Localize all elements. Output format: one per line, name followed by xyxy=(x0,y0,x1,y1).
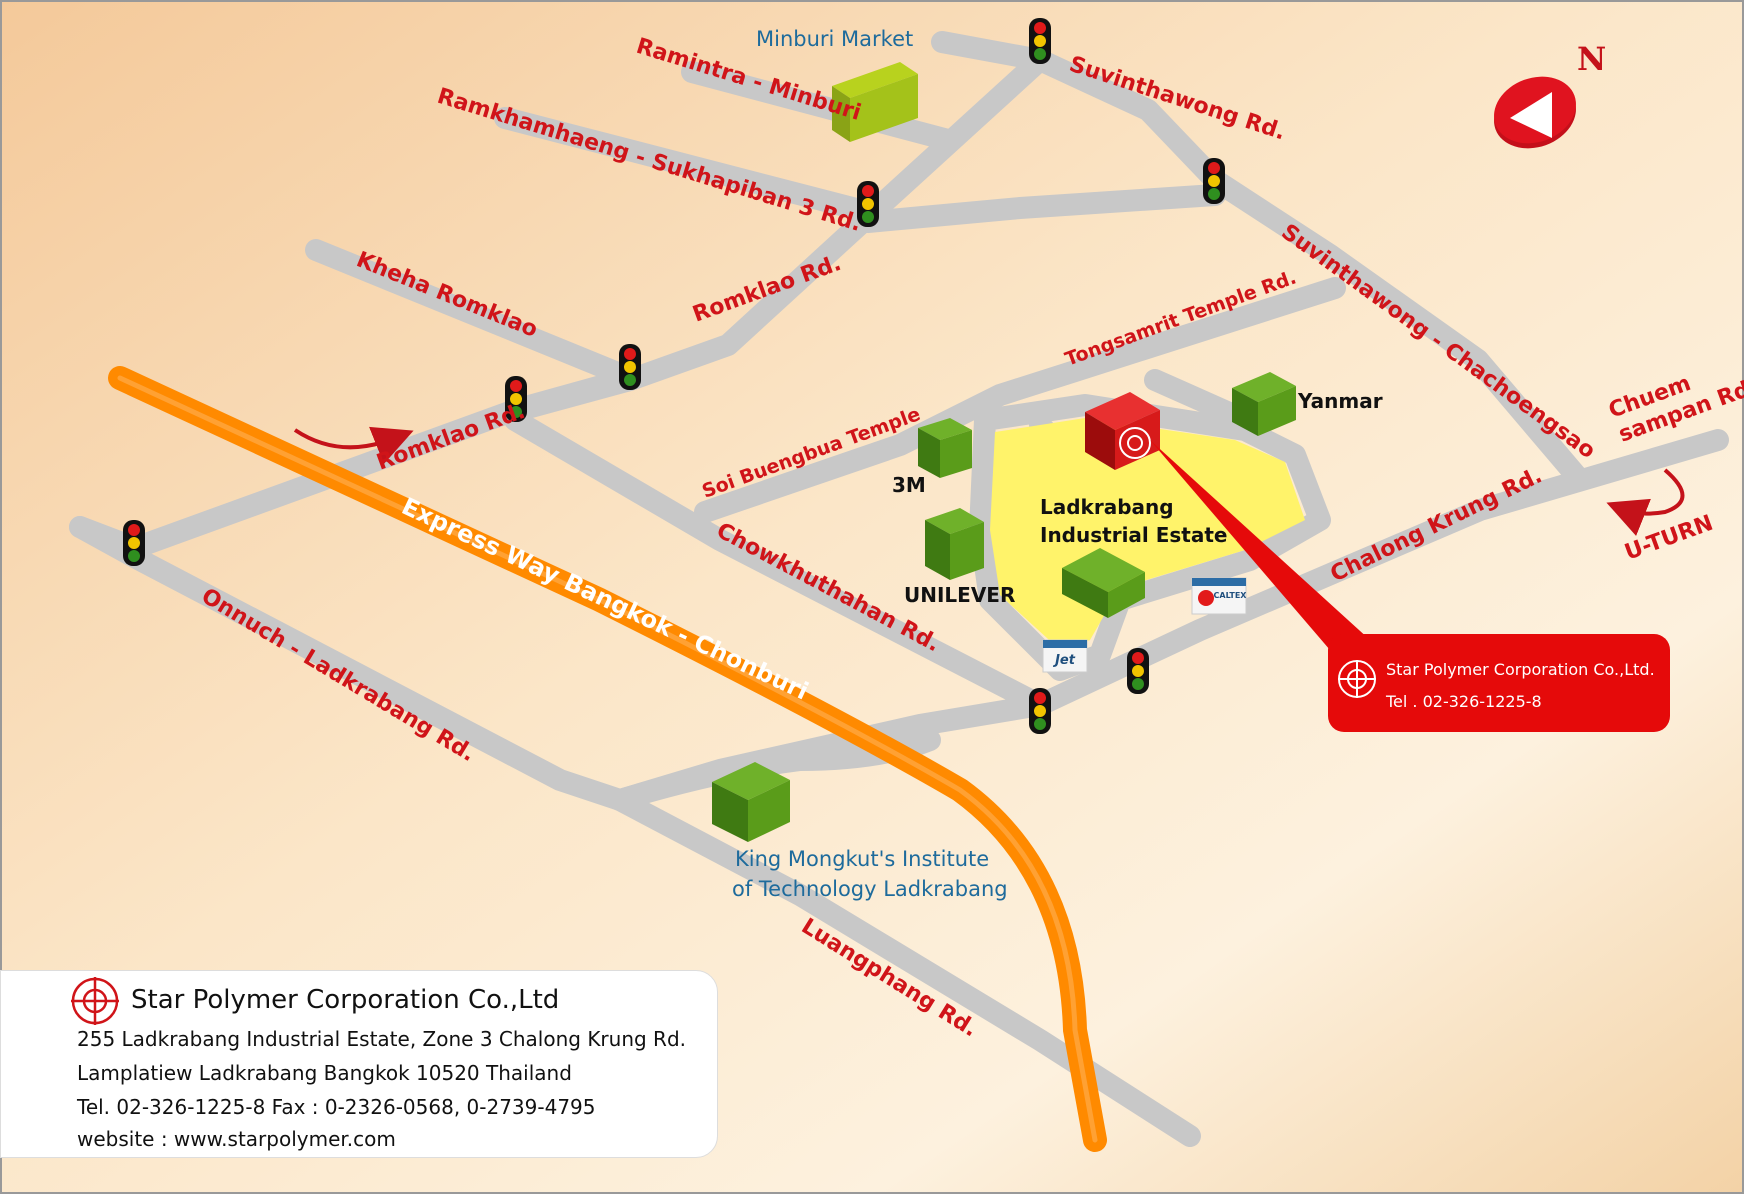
north-label: N xyxy=(1577,40,1606,78)
label-minburi-market: Minburi Market xyxy=(756,27,913,51)
traffic-light xyxy=(505,376,527,422)
road-chowkhuthahan xyxy=(504,409,1051,716)
label-yanmar: Yanmar xyxy=(1297,389,1383,413)
info-phone-fax: Tel. 02-326-1225-8 Fax : 0-2326-0568, 0-… xyxy=(77,1095,596,1119)
road-ramkhamhaeng xyxy=(494,107,879,223)
road-estate-ring xyxy=(969,394,1331,681)
road-onnuch-ladkrabang xyxy=(69,516,631,811)
traffic-light xyxy=(1127,648,1149,694)
jet-station-sign: Jet xyxy=(1042,639,1088,673)
building-3m xyxy=(918,418,972,478)
traffic-light xyxy=(1029,18,1051,64)
company-logo-icon xyxy=(1338,660,1376,698)
building-minburi-market xyxy=(832,62,918,142)
road-ramintra-minburi xyxy=(681,61,959,151)
company-callout: Star Polymer Corporation Co.,Ltd. Tel . … xyxy=(1328,634,1670,732)
label-estate-1: Ladkrabang xyxy=(1040,495,1174,519)
traffic-light xyxy=(1029,688,1051,734)
label-kmitl-1: King Mongkut's Institute xyxy=(735,847,989,871)
info-website[interactable]: website : www.starpolymer.com xyxy=(77,1127,396,1151)
label-unilever: UNILEVER xyxy=(904,583,1015,607)
callout-pointer xyxy=(1150,440,1370,650)
direction-arrow xyxy=(293,426,414,464)
road-kheha-romklao xyxy=(305,239,641,389)
building-kmitl xyxy=(712,762,790,842)
callout-telephone: Tel . 02-326-1225-8 xyxy=(1386,692,1542,711)
jet-label: Jet xyxy=(1052,653,1076,668)
road-luangphang xyxy=(609,789,1201,1147)
road-network xyxy=(69,31,1729,1147)
building-yanmar xyxy=(1232,372,1296,436)
traffic-light xyxy=(619,344,641,390)
road-suvinthawong-chachoengsao xyxy=(1204,169,1591,491)
road-suvinthawong xyxy=(931,31,1226,191)
callout-company-name: Star Polymer Corporation Co.,Ltd. xyxy=(1386,660,1655,679)
traffic-light xyxy=(857,181,879,227)
building-estate-block xyxy=(1062,548,1145,618)
road-connector xyxy=(857,184,1226,233)
info-company-name: Star Polymer Corporation Co.,Ltd xyxy=(131,985,560,1015)
label-estate-2: Industrial Estate xyxy=(1040,523,1227,547)
road-yanmar-branch xyxy=(1144,369,1256,431)
info-address-line-2: Lamplatiew Ladkrabang Bangkok 10520 Thai… xyxy=(77,1061,572,1085)
building-star-polymer xyxy=(1085,392,1160,470)
north-compass-icon: N xyxy=(1494,40,1606,149)
company-logo-icon xyxy=(71,977,119,1025)
traffic-light xyxy=(123,520,145,566)
label-3m: 3M xyxy=(892,473,926,497)
company-info-box: Star Polymer Corporation Co.,Ltd 255 Lad… xyxy=(0,970,718,1158)
caltex-label: CALTEX xyxy=(1214,591,1248,600)
info-address-line-1: 255 Ladkrabang Industrial Estate, Zone 3… xyxy=(77,1027,687,1051)
traffic-light xyxy=(1203,158,1225,204)
uturn-arrow-icon xyxy=(1606,468,1685,536)
label-kmitl-2: of Technology Ladkrabang xyxy=(732,877,1008,901)
caltex-station-sign: CALTEX xyxy=(1191,577,1248,615)
building-unilever xyxy=(925,508,984,580)
